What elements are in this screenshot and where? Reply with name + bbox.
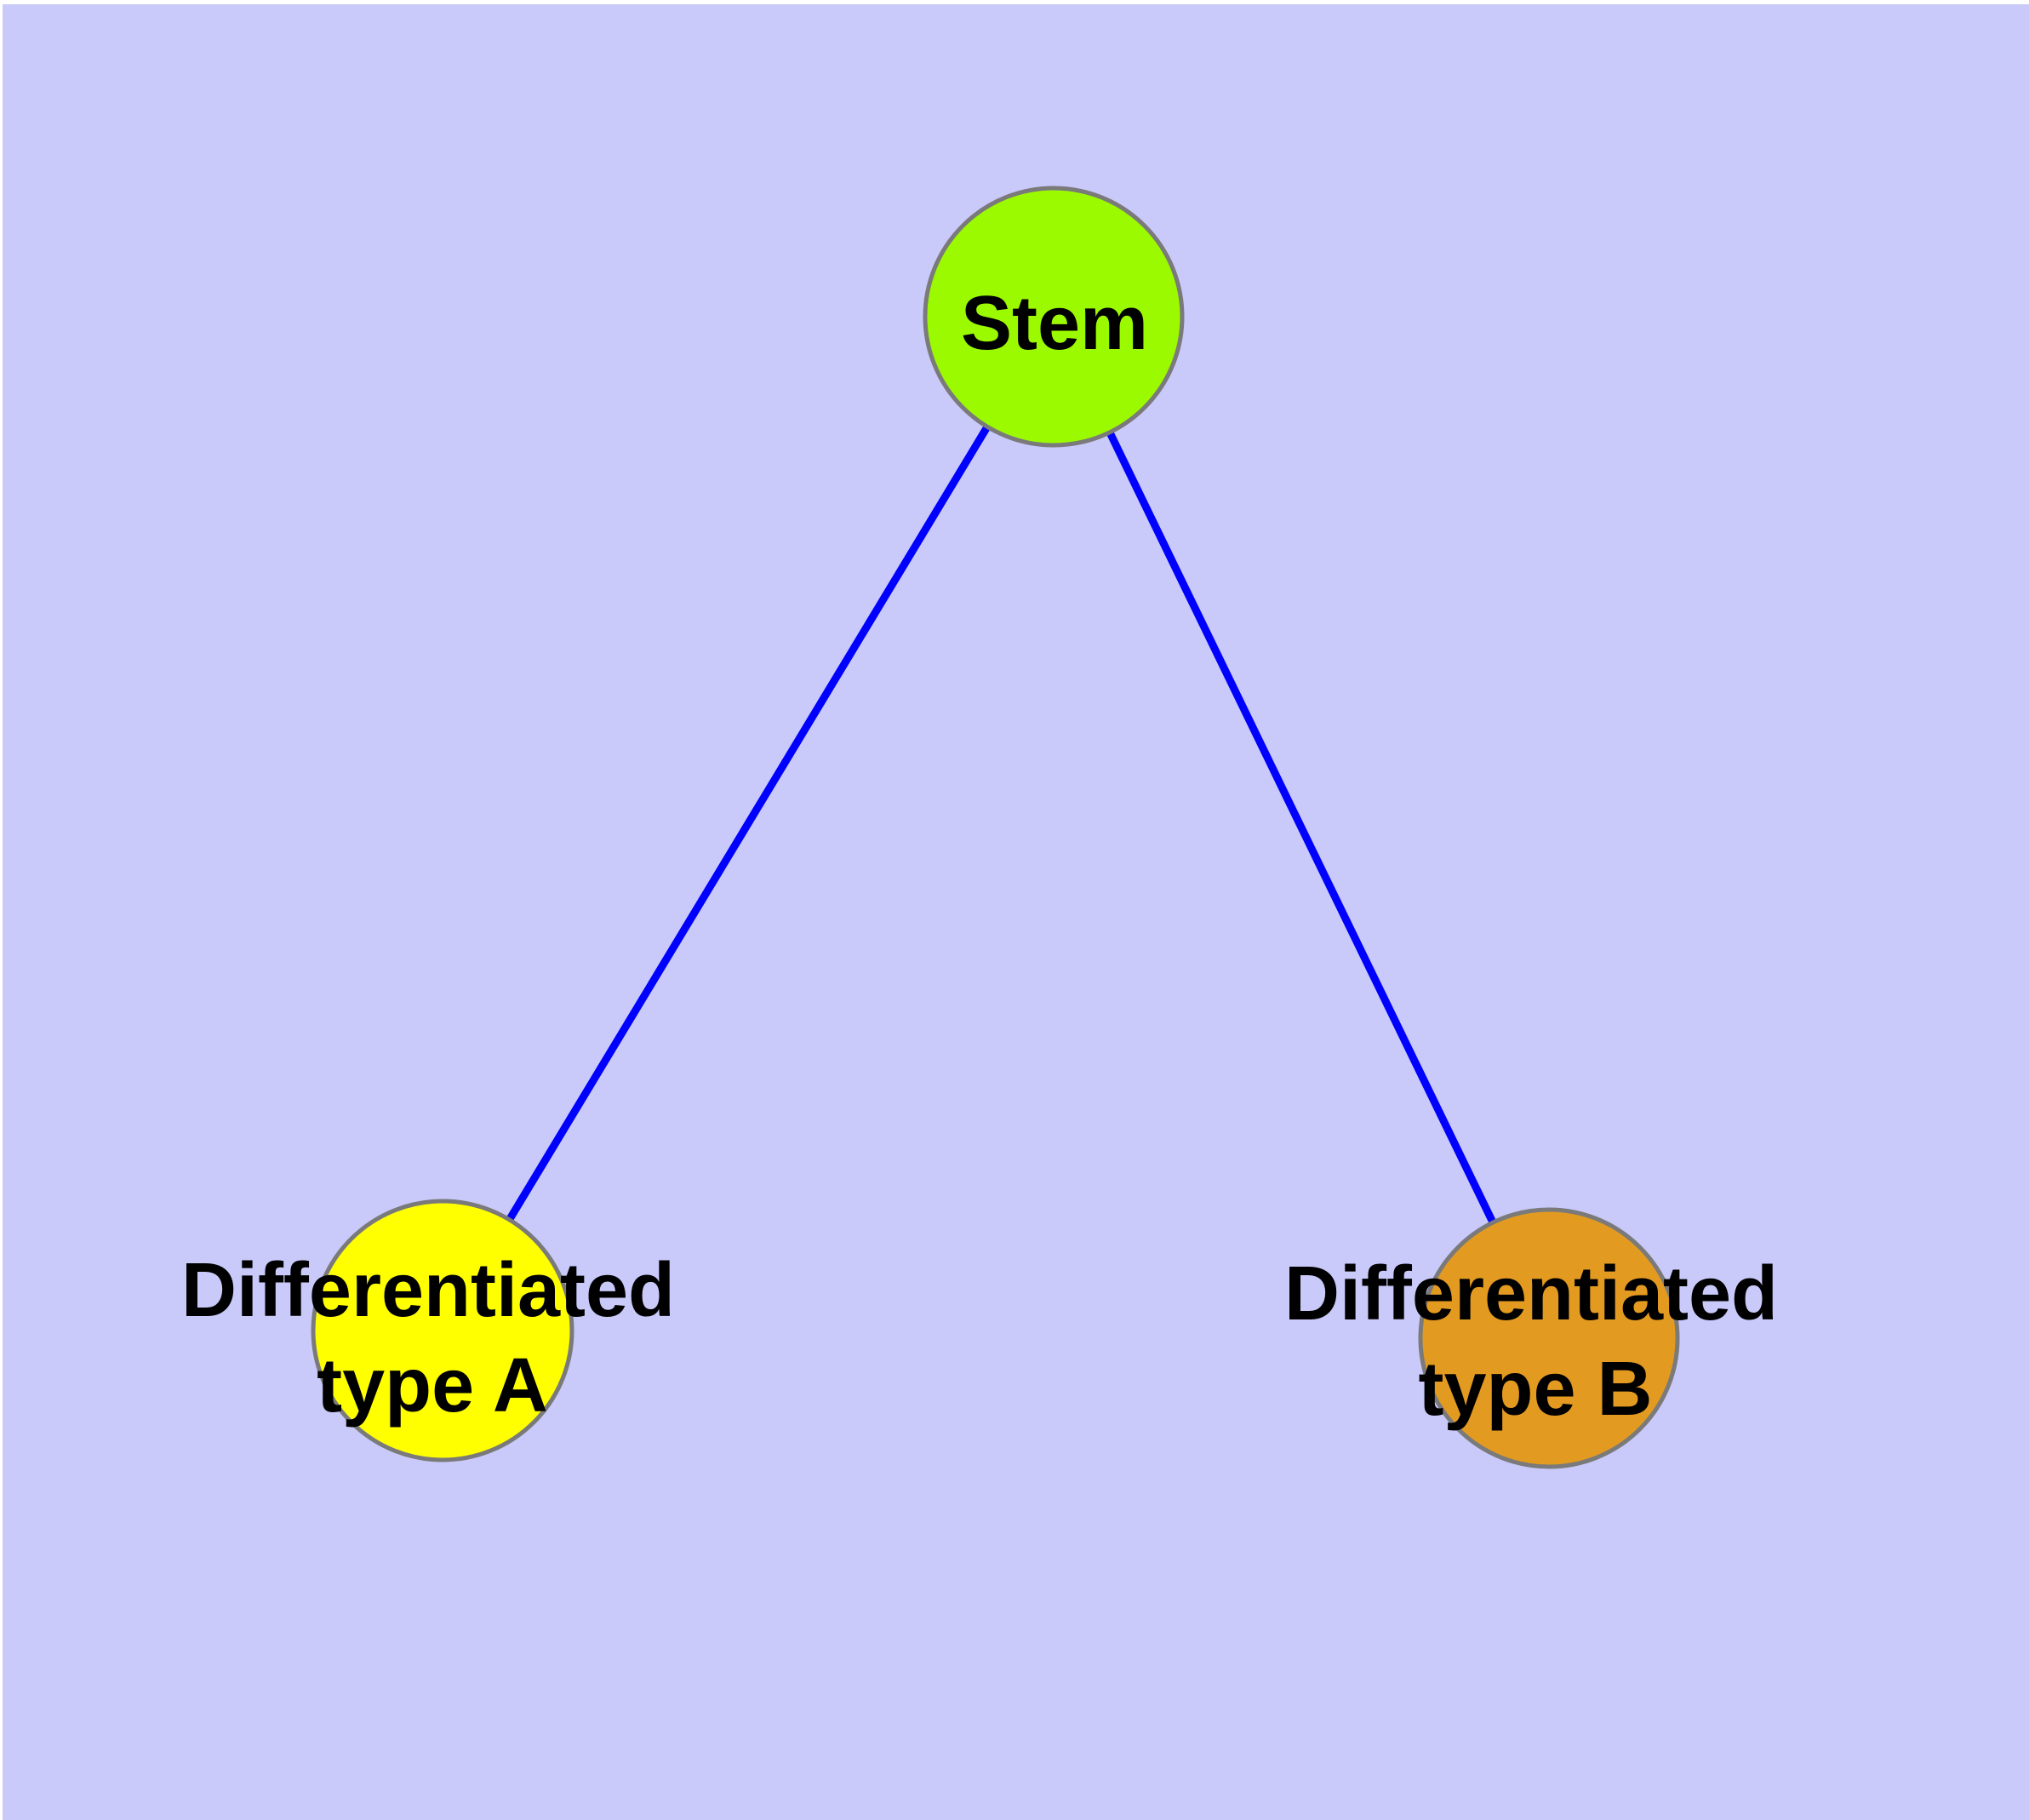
node-stem-label: Stem: [961, 281, 1148, 366]
node-type-a-circle: [311, 1199, 574, 1462]
node-type-b-label-line2: type B: [1418, 1347, 1652, 1432]
edge-stem-to-type-b: [1049, 315, 1553, 1340]
node-type-b-label-line1: Differentiated: [1284, 1251, 1778, 1336]
node-stem-circle: [923, 186, 1185, 448]
node-type-b-circle: [1418, 1207, 1680, 1469]
node-type-a-label-line1: Differentiated: [181, 1248, 675, 1333]
edge-stem-to-type-a: [439, 314, 1057, 1333]
node-type-a-label-line2: type A: [317, 1343, 548, 1428]
